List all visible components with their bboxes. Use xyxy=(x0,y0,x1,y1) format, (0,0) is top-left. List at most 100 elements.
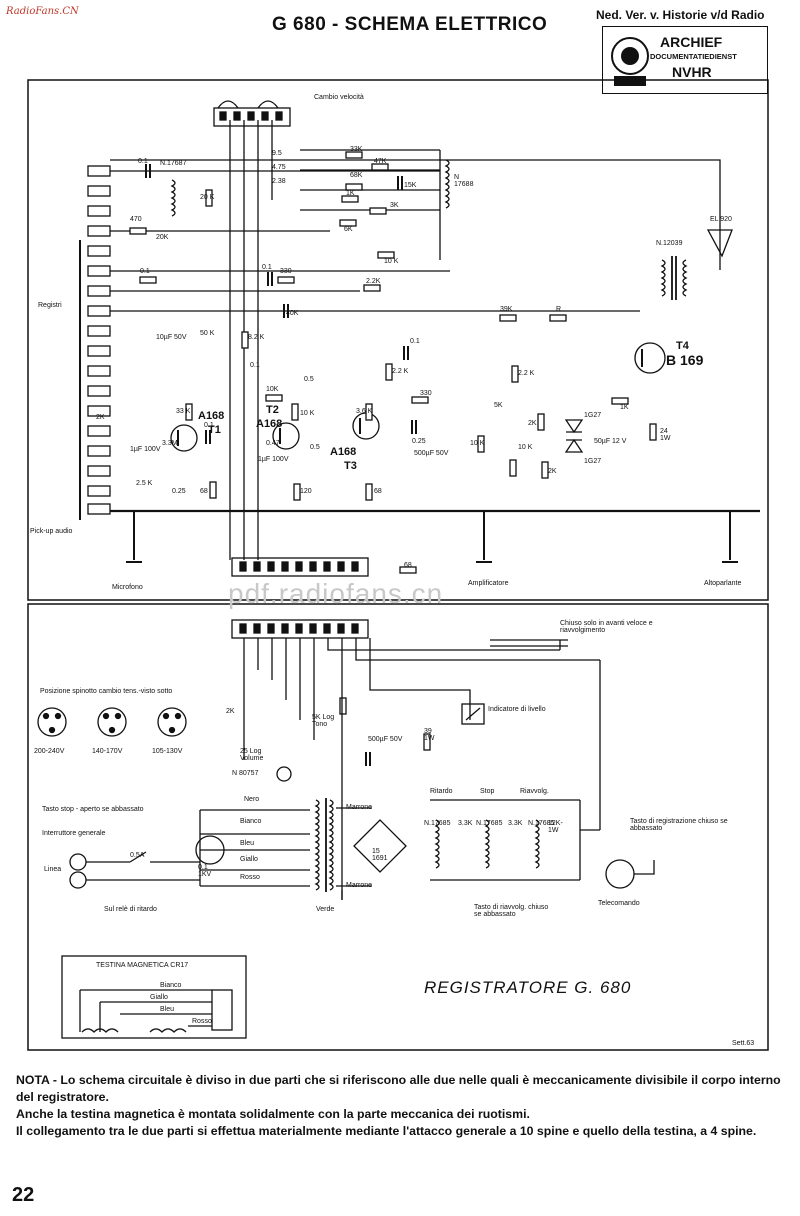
level-indicator-meter xyxy=(461,703,485,725)
speaker-model-label: EL 920 xyxy=(710,216,732,223)
label-stop: Stop xyxy=(480,788,495,795)
transistor-t4-type: B 169 xyxy=(666,352,704,368)
label-plug-positions: Posizione spinotto cambio tens.-visto so… xyxy=(40,688,173,695)
component-value: R xyxy=(556,306,562,313)
transistor-t1-ref: T1 xyxy=(208,424,221,436)
page-number: 22 xyxy=(12,1184,35,1206)
component-value: 10 K xyxy=(470,440,485,447)
component-value: 2.5 K xyxy=(136,480,153,487)
coil-17687-label: N.17687 xyxy=(160,160,187,167)
label-closed-only: Chiuso solo in avanti veloce e riavvolgi… xyxy=(560,620,653,634)
motor-symbol xyxy=(276,766,292,782)
label-speed-2: 4.75 xyxy=(272,164,286,171)
label-pickup: Pick-up audio xyxy=(30,528,73,535)
stop-switch xyxy=(195,835,225,865)
remote-plug xyxy=(605,859,635,889)
speed-selector-connector xyxy=(213,107,291,127)
component-value: 0.1 xyxy=(262,264,272,271)
label-delay-relay: Sul relè di ritardo xyxy=(104,906,157,913)
component-value: 68 xyxy=(374,488,382,495)
component-value: 330 xyxy=(280,268,292,275)
component-value: 0.25 xyxy=(412,438,426,445)
component-value: 1µF 100V xyxy=(258,456,289,463)
component-value: 0.47 xyxy=(266,440,280,447)
component-value: 2K xyxy=(528,420,537,427)
component-value: 68 xyxy=(200,488,208,495)
component-value: N.17685 xyxy=(476,820,503,827)
diode-1-label: 1G27 xyxy=(584,412,602,419)
component-value: 33K xyxy=(350,146,363,153)
label-main-switch: Interruttore generale xyxy=(42,830,106,837)
component-value: 20 K xyxy=(200,194,215,201)
voltage-1: 200-240V xyxy=(34,748,65,755)
wire-color-label: Bianco xyxy=(240,818,262,825)
component-value: 500µF 50V xyxy=(414,450,449,457)
component-value: 33 K xyxy=(176,408,191,415)
component-value: 25 Log Volume xyxy=(240,748,264,762)
component-value: 3.3K xyxy=(508,820,523,827)
component-value: 12K-1W xyxy=(548,820,563,834)
transistor-t1-type: A168 xyxy=(198,410,225,422)
coil-17688-label: N 17688 xyxy=(454,174,474,188)
component-value: 0.1 1KV xyxy=(198,864,212,878)
relay-coils xyxy=(434,819,540,869)
component-value: N 80757 xyxy=(232,770,259,777)
label-stop-key: Tasto stop - aperto se abbassato xyxy=(42,806,144,813)
label-speaker: Altoparlante xyxy=(704,580,742,587)
register-connectors xyxy=(87,165,111,515)
component-value: 2K xyxy=(226,708,235,715)
component-value: 5K xyxy=(494,402,503,409)
bridge-rectifier xyxy=(353,819,407,873)
component-value: 2.2 K xyxy=(392,368,409,375)
component-value: 68 xyxy=(404,562,412,569)
note-paragraph: NOTA - Lo schema circuitale è diviso in … xyxy=(16,1073,781,1104)
transistor-t3-ref: T3 xyxy=(344,460,357,472)
component-value: 1K xyxy=(620,404,629,411)
component-value: 0.5 xyxy=(310,444,320,451)
head-box xyxy=(61,955,247,1039)
diode-symbols xyxy=(564,419,584,453)
transistor-t3-type: A168 xyxy=(330,446,357,458)
component-value: 47K xyxy=(374,158,387,165)
label-remote: Telecomando xyxy=(598,900,640,907)
component-value: 500µF 50V xyxy=(368,736,403,743)
power-transformer xyxy=(314,799,334,891)
schematic-drawing xyxy=(27,79,769,1051)
component-value: 1K xyxy=(346,190,355,197)
component-value: 330 xyxy=(420,390,432,397)
component-value: 0.1 xyxy=(250,362,260,369)
component-value: 10µF 50V xyxy=(156,334,187,341)
lower-circuit-frame xyxy=(27,603,769,1051)
source-watermark: RadioFans.CN xyxy=(6,6,79,17)
transistor-t2-type: A168 xyxy=(256,418,283,430)
head-wire-label: Rosso xyxy=(192,1018,212,1025)
coil-17688 xyxy=(444,159,450,209)
component-value: 0.5A xyxy=(130,852,145,859)
component-value: 3.6 K xyxy=(356,408,373,415)
head-wire-label: Bleu xyxy=(160,1006,175,1013)
label-amplifier: Amplificatore xyxy=(468,580,509,587)
label-rewind-key: Tasto di riavvolg. chiuso se abbassato xyxy=(474,904,549,918)
component-value: 3.3M xyxy=(162,440,178,447)
recorder-title: REGISTRATORE G. 680 xyxy=(424,978,632,997)
component-value: 5K Log Tono xyxy=(312,714,335,728)
component-value: 0.25 xyxy=(172,488,186,495)
component-value: 39K xyxy=(500,306,513,313)
mains-socket xyxy=(69,853,87,871)
component-value: 24 1W xyxy=(660,428,671,442)
note-block: NOTA - Lo schema circuitale è diviso in … xyxy=(16,1072,786,1140)
label-speed-selector: Cambio velocità xyxy=(314,94,364,101)
component-value: 50 K xyxy=(200,330,215,337)
component-value: N.17685 xyxy=(424,820,451,827)
stamp-line-1: ARCHIEF xyxy=(660,34,723,50)
component-value: 0.1 xyxy=(204,422,214,429)
voltage-2: 140-170V xyxy=(92,748,123,755)
component-value: 2K xyxy=(96,414,105,421)
label-registers: Registri xyxy=(38,302,62,309)
transistor-t4-ref: T4 xyxy=(676,340,689,352)
component-value: 1µF 100V xyxy=(130,446,161,453)
component-value: 3.3K xyxy=(458,820,473,827)
output-transformer xyxy=(660,259,688,297)
label-microphone: Microfono xyxy=(112,584,143,591)
component-value: 3K xyxy=(390,202,399,209)
